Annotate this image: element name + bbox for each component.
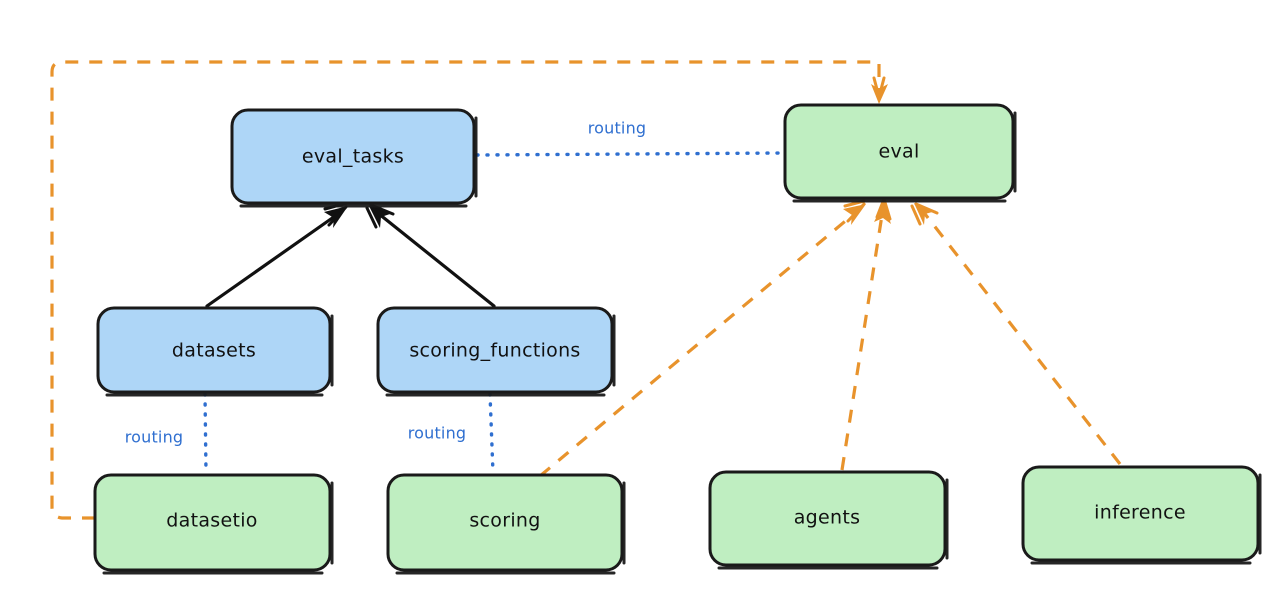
edge-label-routing-datasets: routing xyxy=(125,428,184,447)
node-label-datasets: datasets xyxy=(172,340,256,362)
node-label-agents: agents xyxy=(794,507,861,529)
nodes-group: eval_tasks eval datasets scor xyxy=(93,103,1262,575)
edge-inference-eval xyxy=(910,202,1122,465)
node-agents[interactable]: agents xyxy=(708,470,949,570)
node-label-datasetio: datasetio xyxy=(166,510,257,532)
edge-datasets-datasetio xyxy=(203,392,208,475)
edge-scoring-functions-eval-tasks xyxy=(365,203,496,308)
edge-scoring-functions-scoring xyxy=(488,392,495,475)
edge-labels-group: routing routing routing xyxy=(125,119,647,447)
node-label-eval: eval xyxy=(878,141,919,163)
node-label-inference: inference xyxy=(1094,502,1186,524)
edge-eval-tasks-eval xyxy=(475,151,785,157)
edge-label-routing-scoring-functions: routing xyxy=(408,424,467,443)
node-scoring-functions[interactable]: scoring_functions xyxy=(376,306,616,397)
node-eval-tasks[interactable]: eval_tasks xyxy=(230,108,478,208)
arrowhead-inference-eval xyxy=(914,203,936,225)
node-label-eval-tasks: eval_tasks xyxy=(302,146,404,168)
node-datasetio[interactable]: datasetio xyxy=(93,473,334,575)
arrowhead-agents-eval xyxy=(874,202,891,224)
edge-datasets-eval-tasks xyxy=(205,201,349,308)
node-label-scoring: scoring xyxy=(469,510,540,532)
node-datasets[interactable]: datasets xyxy=(96,306,334,397)
edges-group xyxy=(50,60,1122,520)
edge-datasetio-eval xyxy=(50,60,888,520)
node-eval[interactable]: eval xyxy=(783,103,1017,203)
node-label-scoring-functions: scoring_functions xyxy=(409,340,580,362)
edge-label-routing-eval-tasks: routing xyxy=(588,119,647,138)
node-inference[interactable]: inference xyxy=(1021,465,1262,565)
node-scoring[interactable]: scoring xyxy=(386,473,626,575)
edge-agents-eval xyxy=(840,197,892,471)
